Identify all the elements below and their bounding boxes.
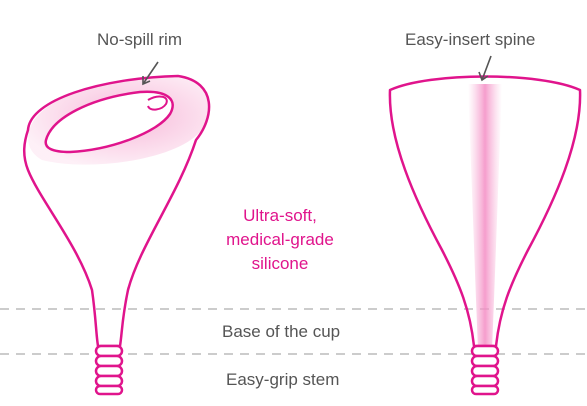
left-stem [94, 344, 124, 396]
rim-arrow [142, 61, 159, 86]
material-label: Ultra-soft, medical-grade silicone [218, 204, 342, 276]
right-cup [388, 75, 582, 396]
material-label-line1: Ultra-soft, [243, 206, 317, 225]
right-stem [470, 344, 500, 396]
left-cup-body [23, 74, 211, 348]
spine-label: Easy-insert spine [405, 30, 536, 49]
material-label-line2: medical-grade [226, 230, 334, 249]
stem-label: Easy-grip stem [226, 370, 340, 389]
spine-highlight [468, 84, 502, 350]
spine-arrow [478, 55, 492, 82]
rim-label: No-spill rim [97, 30, 182, 49]
right-cup-body [388, 75, 582, 348]
left-cup [23, 74, 211, 396]
material-label-line3: silicone [251, 254, 309, 273]
base-label: Base of the cup [222, 322, 341, 341]
left-cup-inner-fold [147, 95, 168, 111]
left-cup-opening [44, 90, 174, 154]
